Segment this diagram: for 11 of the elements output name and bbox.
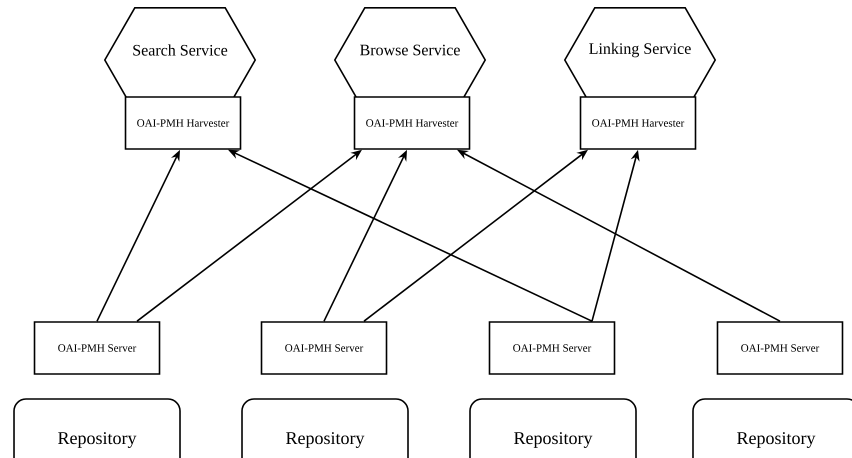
harvester-box: OAI-PMH Harvester [354, 96, 470, 150]
repository-box: Repository [13, 398, 181, 458]
repository-box: Repository [692, 398, 852, 458]
repository-box: Repository [469, 398, 637, 458]
harvester-box: OAI-PMH Harvester [580, 96, 696, 150]
server-box: OAI-PMH Server [716, 321, 844, 375]
server-box: OAI-PMH Server [260, 321, 388, 375]
server-box: OAI-PMH Server [488, 321, 616, 375]
server-box: OAI-PMH Server [34, 321, 160, 375]
harvester-box: OAI-PMH Harvester [124, 96, 242, 150]
repository-box: Repository [241, 398, 409, 458]
